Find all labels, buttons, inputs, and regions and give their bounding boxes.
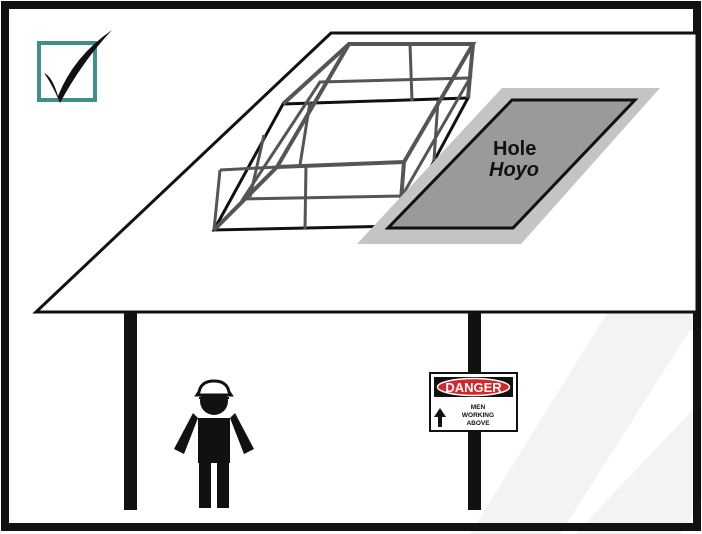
hole-label-spanish: Hoyo xyxy=(489,159,539,181)
checkmark-icon xyxy=(37,30,112,103)
danger-header: DANGER xyxy=(445,380,502,395)
danger-sign: DANGER MEN WORKING ABOVE xyxy=(429,372,518,432)
watermark xyxy=(470,260,702,534)
up-arrow-icon xyxy=(434,408,446,427)
covered-hole: Hole Hoyo xyxy=(357,88,660,244)
hole-label-english: Hole xyxy=(493,138,536,160)
worker-with-hardhat-icon xyxy=(174,379,254,508)
danger-line-1: MEN xyxy=(471,404,486,411)
danger-line-2: WORKING xyxy=(462,412,494,419)
support-post-left xyxy=(124,312,137,510)
danger-line-3: ABOVE xyxy=(466,420,490,427)
